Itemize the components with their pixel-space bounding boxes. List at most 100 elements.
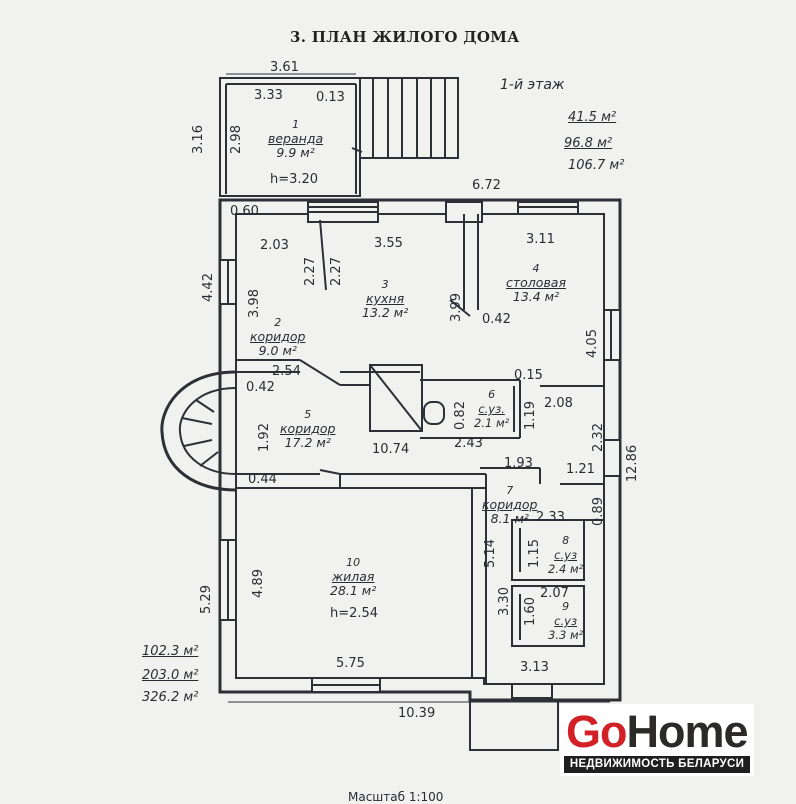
dim-label: 10.39	[398, 706, 436, 721]
dim-label: 3.98	[246, 289, 262, 318]
room-number: 10	[346, 556, 361, 569]
room-name: коридор	[250, 329, 306, 344]
dim-label: 0.82	[452, 401, 468, 430]
dim-label: 3.99	[448, 293, 464, 322]
room-name: жилая	[331, 569, 375, 584]
dim-label: 1.93	[504, 456, 533, 471]
scale-label: Масштаб 1:100	[348, 790, 444, 804]
dim-label: 0.42	[246, 380, 275, 395]
dim-label: 2.27	[328, 257, 344, 286]
room-area: 9.0 м²	[258, 343, 297, 358]
room-name: с.уз	[554, 548, 578, 562]
room-8-bathroom: 8 с.уз 2.4 м²	[548, 534, 583, 576]
room-area: 13.2 м²	[362, 305, 409, 320]
summary-top-a: 41.5 м²	[568, 110, 617, 125]
room-5-corridor: 5 коридор 17.2 м²	[280, 408, 335, 450]
dim-label: 1.21	[566, 462, 595, 477]
room-number: 9	[562, 600, 570, 613]
dim-label: 3.11	[526, 232, 555, 247]
room-name: столовая	[506, 275, 566, 290]
summary-bottom-a: 102.3 м²	[142, 644, 199, 659]
logo-go: Go	[566, 706, 627, 757]
dim-label: 3.13	[520, 660, 549, 675]
dim-label: 10.74	[372, 442, 410, 457]
veranda-height: h=3.20	[270, 172, 319, 187]
room-number: 6	[488, 388, 496, 401]
room-7-corridor: 7 коридор 8.1 м²	[482, 484, 537, 526]
dim-label: 1.15	[526, 539, 542, 568]
room-number: 8	[562, 534, 570, 547]
dim-label: 4.42	[200, 273, 216, 302]
room-2-corridor: 2 коридор 9.0 м²	[250, 316, 305, 358]
dim-label: 2.98	[228, 125, 244, 154]
room-name: веранда	[268, 131, 324, 146]
dim-label: 2.08	[544, 396, 573, 411]
room-name: с.уз.	[478, 402, 505, 416]
dim-label: 1.92	[256, 423, 272, 452]
dim-label: 2.07	[540, 586, 569, 601]
logo-home: Home	[626, 706, 749, 757]
room-number: 7	[506, 484, 514, 497]
dim-label: 3.55	[374, 236, 403, 251]
dim-label: 12.86	[625, 444, 641, 483]
room-number: 3	[381, 278, 389, 291]
summary-top-b: 96.8 м²	[564, 136, 613, 151]
dim-label: 5.29	[198, 585, 214, 614]
dim-label: 2.03	[260, 238, 289, 253]
dim-label: 2.54	[272, 364, 301, 379]
dim-label: 5.75	[336, 656, 365, 671]
room-area: 17.2 м²	[284, 435, 331, 450]
logo-tagline: НЕДВИЖИМОСТЬ БЕЛАРУСИ	[564, 756, 750, 773]
summary-top-c: 106.7 м²	[568, 158, 625, 173]
summary-bottom-b: 203.0 м²	[142, 668, 199, 683]
room-name: с.уз	[554, 614, 578, 628]
room-area: 13.4 м²	[512, 289, 560, 304]
floor-label: 1-й этаж	[500, 77, 565, 93]
dim-label: 3.16	[190, 125, 206, 154]
entrance-stairs	[359, 77, 459, 159]
dim-label: 2.33	[536, 510, 565, 525]
room-area: 8.1 м²	[490, 511, 529, 526]
room-name: коридор	[280, 421, 336, 436]
gohome-logo: GoHome НЕДВИЖИМОСТЬ БЕЛАРУСИ	[560, 704, 754, 776]
dim-label: 0.60	[230, 204, 259, 219]
room-6-bathroom: 6 с.уз. 2.1 м²	[474, 388, 509, 430]
room-number: 5	[304, 408, 312, 421]
room-area: 2.1 м²	[474, 416, 510, 430]
dim-label: 0.44	[248, 472, 277, 487]
dim-label: 4.89	[250, 569, 266, 598]
dim-label: 4.05	[584, 329, 600, 358]
room-3-kitchen: 3 кухня 13.2 м²	[362, 278, 408, 320]
dim-label: 3.33	[254, 88, 283, 103]
room-number: 2	[274, 316, 282, 329]
room-area: 2.4 м²	[548, 562, 584, 576]
dim-label: 0.42	[482, 312, 511, 327]
dim-label: 0.89	[590, 497, 606, 526]
room-number: 4	[532, 262, 540, 275]
logo-wordmark: GoHome	[566, 706, 749, 758]
dim-label: 5.14	[482, 539, 498, 568]
room-10-living: 10 жилая 28.1 м²	[330, 556, 376, 598]
dim-label: 0.13	[316, 90, 345, 105]
room-name: кухня	[366, 291, 405, 306]
dim-label: 3.61	[270, 60, 299, 75]
dim-label: 6.72	[472, 178, 501, 193]
dim-label: 1.60	[522, 597, 538, 626]
room-area: 28.1 м²	[330, 583, 377, 598]
room-name: коридор	[482, 497, 538, 512]
living-height: h=2.54	[330, 606, 379, 621]
dim-label: 3.30	[496, 587, 512, 616]
room-9-bathroom: 9 с.уз 3.3 м²	[548, 600, 583, 642]
dim-label: 2.32	[590, 423, 606, 452]
dim-label: 0.15	[514, 368, 543, 383]
room-area: 9.9 м²	[276, 145, 315, 160]
room-number: 1	[292, 118, 300, 131]
dim-label: 2.27	[302, 257, 318, 286]
dim-label: 1.19	[522, 401, 538, 430]
summary-bottom-c: 326.2 м²	[142, 690, 199, 705]
page-title: 3. ПЛАН ЖИЛОГО ДОМА	[290, 28, 520, 46]
room-1-veranda: 1 веранда 9.9 м²	[268, 118, 323, 160]
room-area: 3.3 м²	[548, 628, 584, 642]
